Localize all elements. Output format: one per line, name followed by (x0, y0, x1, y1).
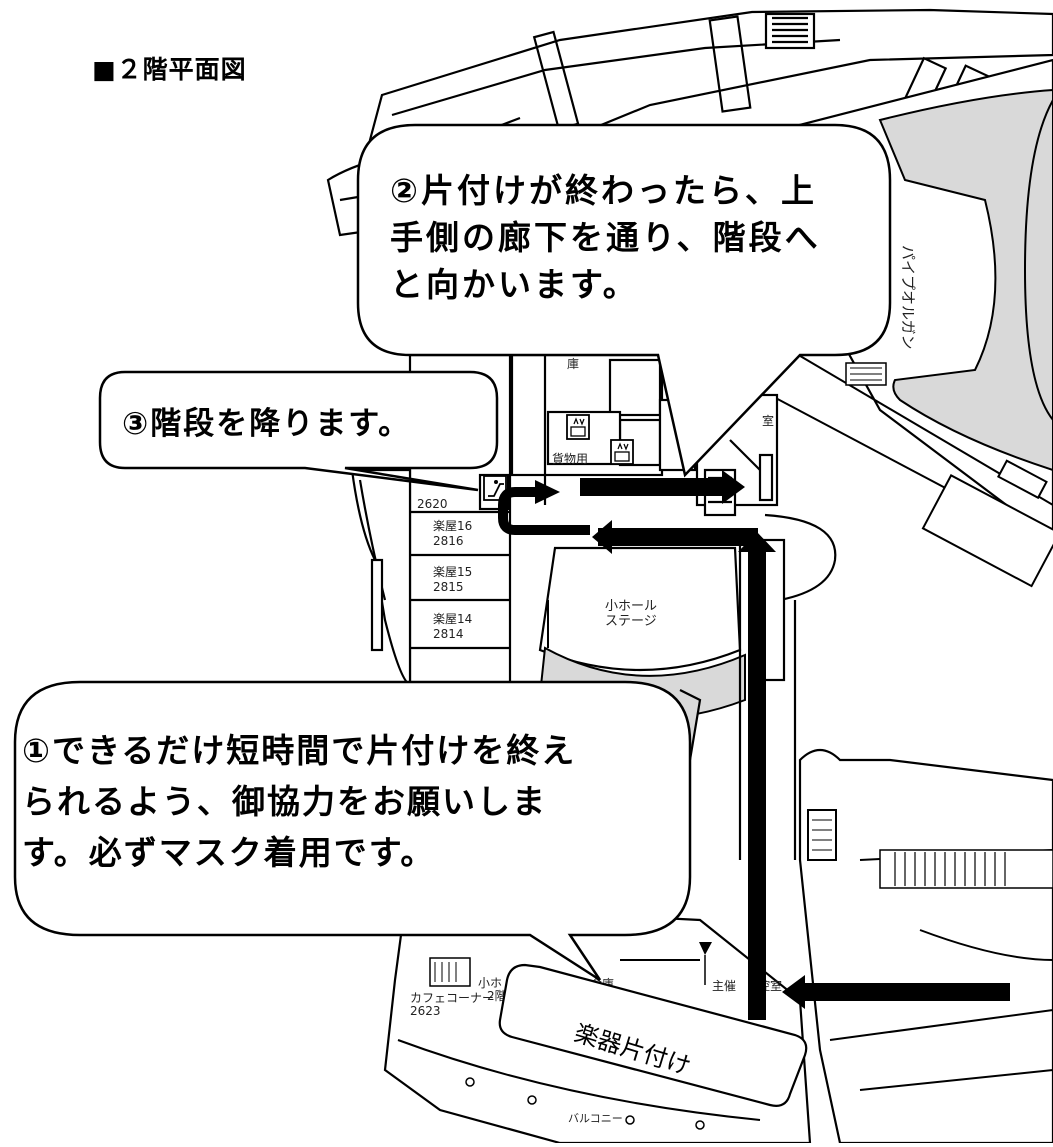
elevator-icon (610, 439, 634, 465)
room-16-name: 楽屋16 (433, 519, 472, 533)
callout-step-2-line: ②片付けが終わったら、上 (390, 171, 817, 210)
storage-top-label: 庫 (567, 357, 579, 371)
balcony-label: バルコニー (568, 1112, 623, 1125)
pipe-organ-label: パイプオルガン (899, 245, 917, 350)
callout-step-2-line: 手側の廊下を通り、階段へ (390, 217, 821, 257)
small-hall-stage-label-2: ステージ (605, 614, 657, 629)
cafe-corner-label: カフェコーナー (410, 991, 494, 1005)
callout-2-bubble (356, 123, 892, 478)
corridor-right (679, 545, 797, 860)
route-arrow (498, 487, 590, 535)
room-14-name: 楽屋14 (433, 612, 472, 626)
room-suffix-label: 室 (762, 413, 774, 428)
room-16-number: 2816 (433, 534, 464, 548)
elevator-icon (566, 414, 590, 440)
callout-step-1-line: られるよう、御協力をお願いしま (22, 782, 547, 822)
cafe-number-label: 2623 (410, 1004, 441, 1018)
route-arrow (535, 480, 560, 504)
organizer-room-label: 主催 (712, 979, 736, 993)
small-hall-2f-label: 小ホ (478, 976, 502, 990)
callout-step-3: ③階段を降ります。 (122, 406, 412, 442)
route-arrow (598, 528, 758, 546)
floor-2-label: 2階 (487, 988, 507, 1003)
callout-step-1-line: ①できるだけ短時間で片付けを終え (22, 731, 577, 770)
route-arrow (800, 983, 1010, 1001)
instrument-cleanup-tag (498, 963, 808, 1107)
callout-step-2: ②片付けが終わったら、上 手側の廊下を通り、階段へ と向かいます。 (390, 168, 821, 309)
callout-3-bubble (98, 370, 499, 492)
route-arrow (782, 975, 805, 1009)
lower-right-building: 小ホール (798, 748, 1053, 1145)
callout-step-1-line: す。必ずマスク着用です。 (22, 833, 436, 873)
route-arrows (498, 470, 1010, 1020)
room-2620-label: 2620 (417, 497, 448, 511)
route-arrow (722, 470, 745, 504)
room-14-number: 2814 (433, 627, 464, 641)
room-15-name: 楽屋15 (433, 565, 472, 579)
callout-step-2-line: と向かいます。 (390, 264, 639, 304)
page-title: ■２階平面図 (92, 55, 247, 84)
freight-elevator-label: 貨物用 (552, 451, 588, 466)
room-15-number: 2815 (433, 580, 464, 594)
route-arrow (580, 478, 725, 496)
route-arrow (592, 520, 612, 554)
callout-1-bubble (13, 680, 692, 982)
escalator-icon (483, 475, 507, 501)
small-hall-stage-label: 小ホール (605, 599, 657, 614)
dressing-room-labels: 2620 楽屋16 2816 楽屋15 2815 楽屋14 2814 貨物用 庫… (417, 357, 774, 641)
route-arrow (748, 548, 766, 1020)
callout-step-1: ①できるだけ短時間で片付けを終え られるよう、御協力をお願いしま す。必ずマスク… (22, 725, 576, 878)
